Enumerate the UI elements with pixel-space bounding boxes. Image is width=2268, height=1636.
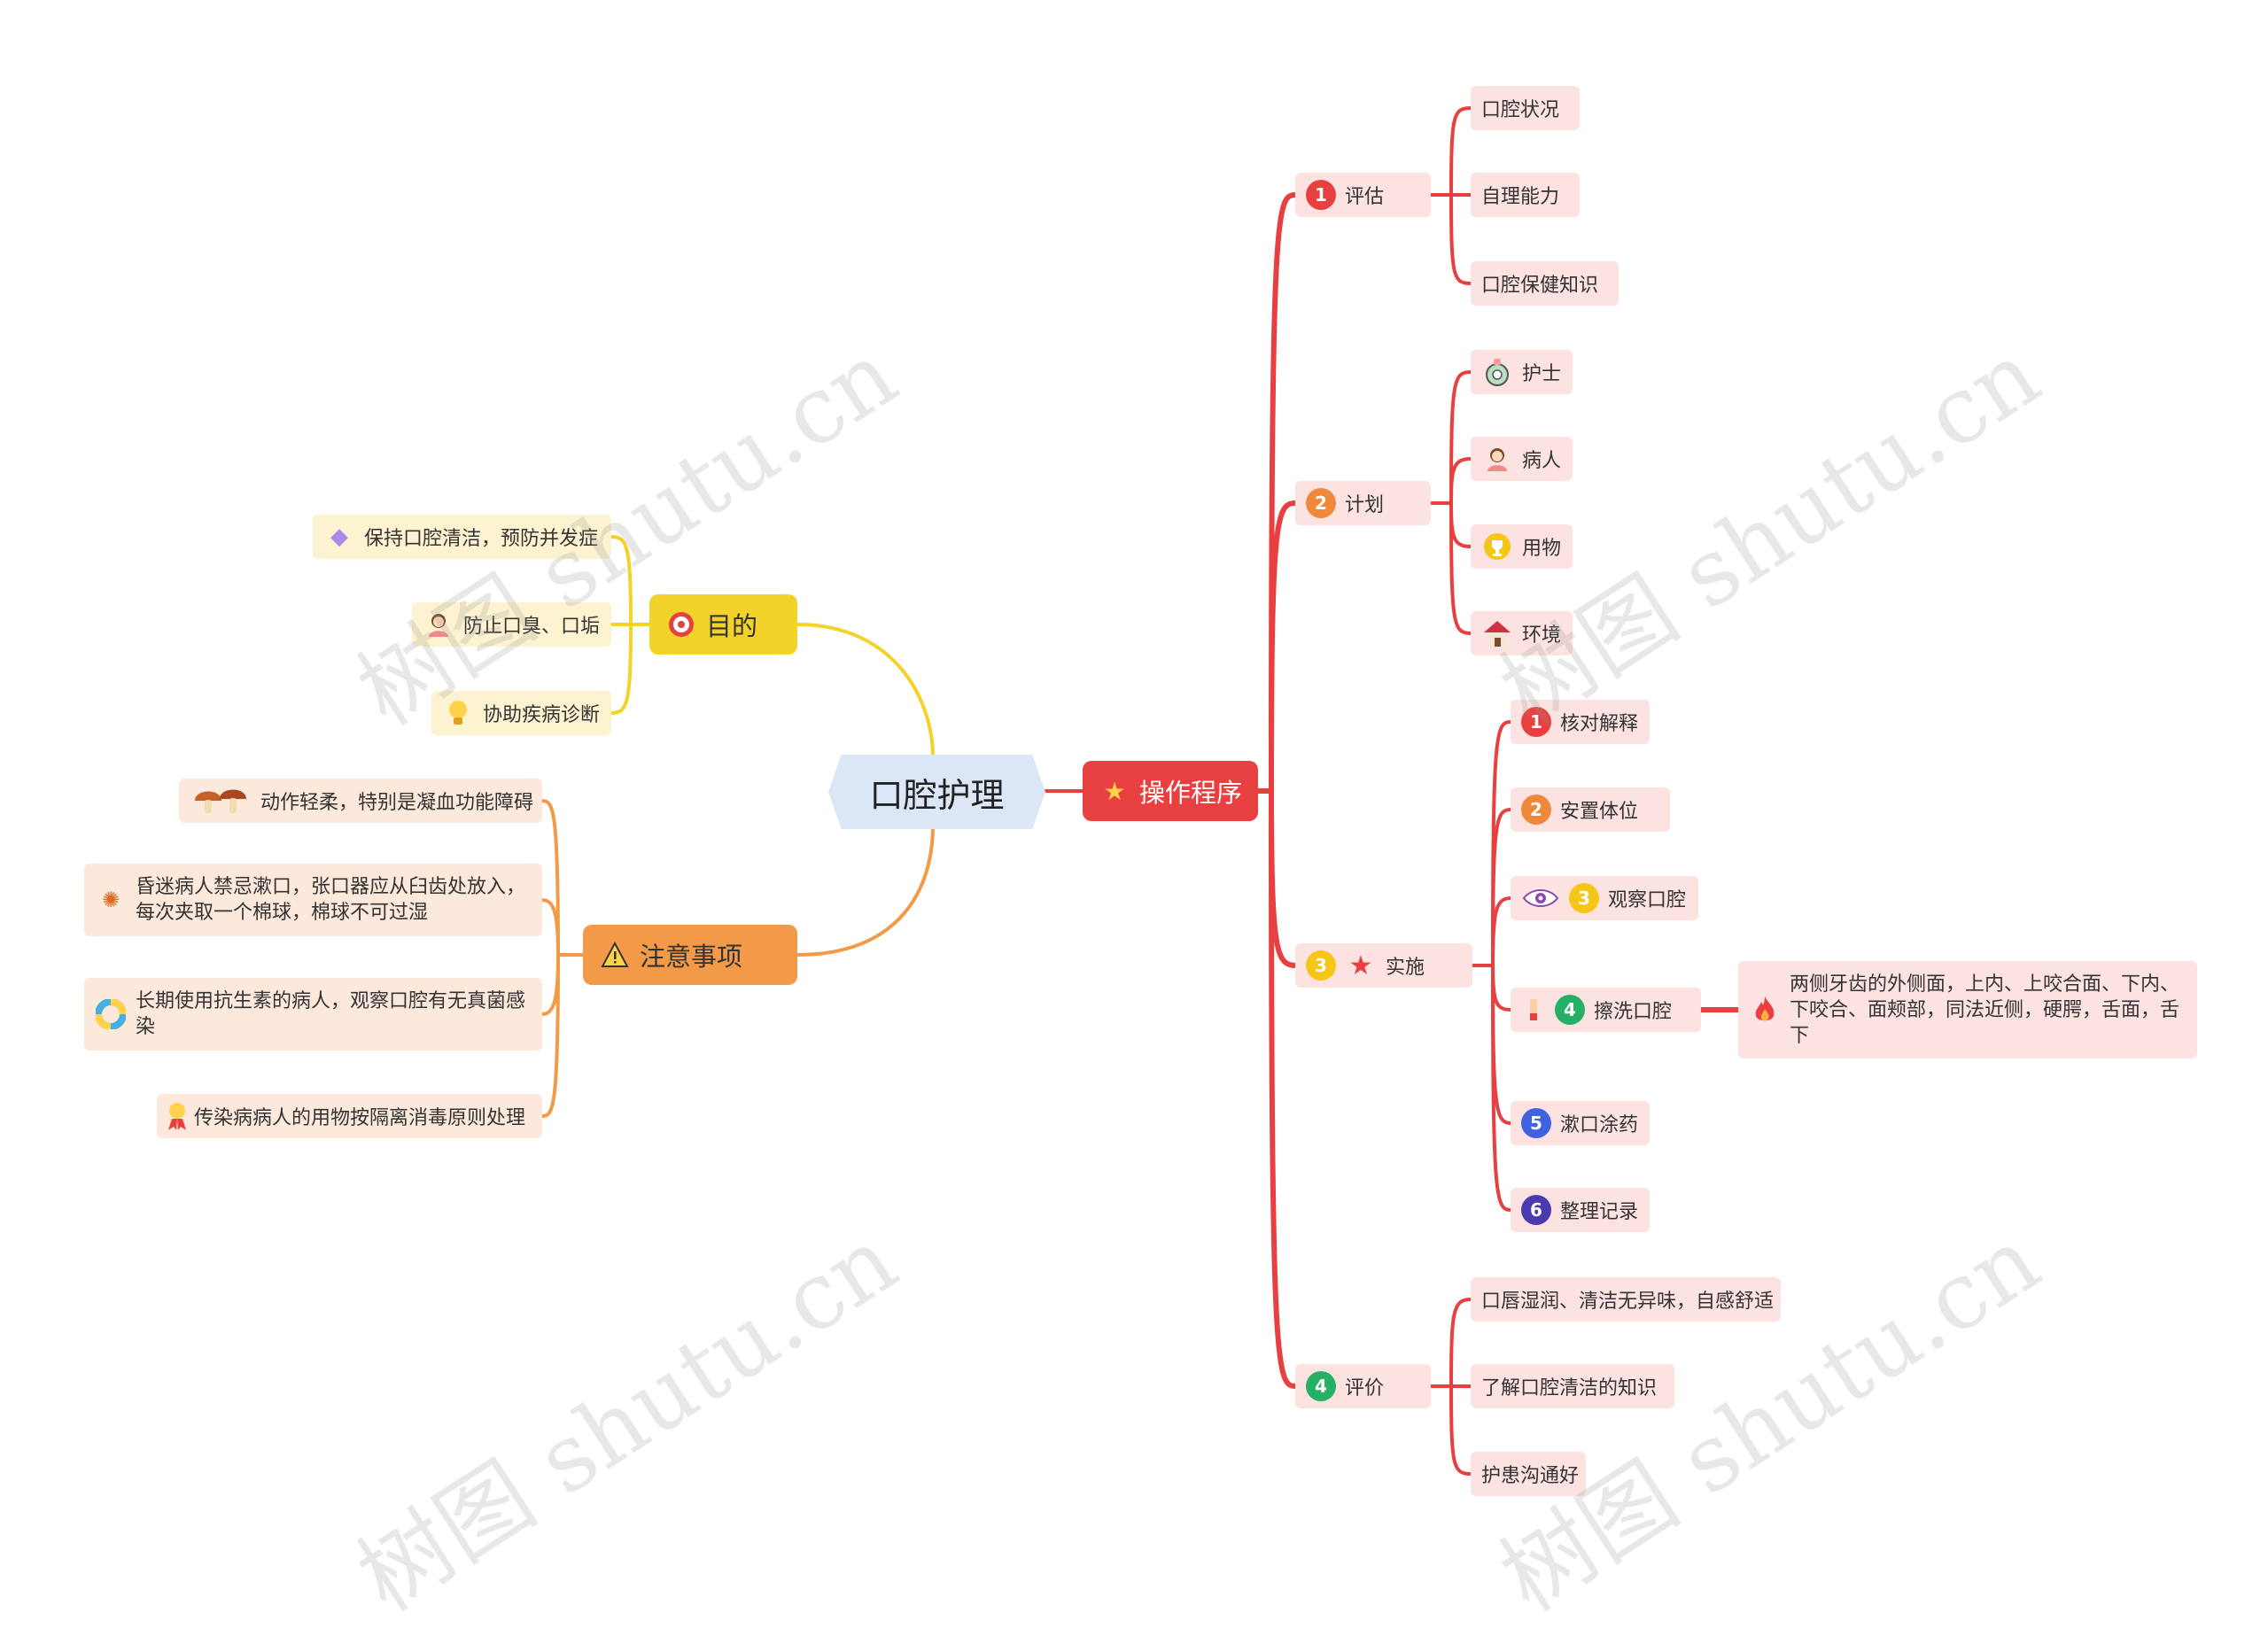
implement-item[interactable]: 4 擦洗口腔 [1511, 988, 1701, 1032]
plan-item[interactable]: 病人 [1471, 437, 1573, 481]
number-badge: 3 [1306, 950, 1336, 981]
implement-item[interactable]: 5 漱口涂药 [1511, 1101, 1650, 1145]
eye-icon [1521, 882, 1560, 914]
plan-item[interactable]: 用物 [1471, 524, 1573, 569]
central-topic-label: 口腔护理 [869, 775, 1005, 815]
branch-purpose[interactable]: 目的 [649, 594, 797, 655]
edge-procedure-step4 [1269, 788, 1298, 1389]
procedure-step-implement[interactable]: 3 ★ 实施 [1295, 943, 1472, 988]
procedure-step-evaluate[interactable]: 4 评价 [1295, 1364, 1431, 1408]
assess-item[interactable]: 口腔状况 [1471, 86, 1580, 130]
implement-item[interactable]: 3 观察口腔 [1511, 876, 1698, 920]
number-badge: 5 [1521, 1108, 1551, 1138]
procedure-step-plan[interactable]: 2 计划 [1295, 481, 1431, 525]
target-icon [665, 609, 697, 640]
edge-central-notes [796, 824, 935, 957]
branch-purpose-label: 目的 [706, 611, 758, 641]
diamond-icon: ◆ [330, 523, 348, 550]
edge-central-purpose [796, 623, 935, 759]
coral-icon: ✺ [101, 887, 120, 912]
implement-item[interactable]: 1 核对解释 [1511, 700, 1650, 744]
edge-procedure-step2 [1269, 500, 1298, 794]
plan-item[interactable]: 环境 [1471, 611, 1573, 655]
number-badge: 2 [1521, 795, 1551, 825]
procedure-step-assess[interactable]: 1 评估 [1295, 173, 1431, 217]
nurse-icon [1481, 356, 1513, 388]
lightbulb-icon [442, 697, 474, 729]
number-badge: 1 [1306, 180, 1336, 210]
evaluate-item[interactable]: 口唇湿润、清洁无异味，自感舒适 [1471, 1277, 1781, 1322]
number-badge: 1 [1521, 707, 1551, 737]
star-icon: ★ [1348, 950, 1373, 981]
number-badge: 4 [1306, 1371, 1336, 1401]
branch-procedure[interactable]: ★ 操作程序 [1083, 761, 1258, 821]
mushroom-icon [190, 785, 252, 817]
central-topic[interactable]: 口腔护理 [828, 755, 1045, 829]
notes-item[interactable]: 传染病病人的用物按隔离消毒原则处理 [157, 1094, 542, 1138]
brush-icon [1521, 994, 1546, 1026]
number-badge: 3 [1569, 883, 1599, 913]
purpose-item[interactable]: ◆ 保持口腔清洁，预防并发症 [313, 515, 611, 559]
plan-item[interactable]: 护士 [1471, 350, 1573, 394]
fire-icon [1749, 994, 1781, 1026]
purpose-item[interactable]: 协助疾病诊断 [431, 691, 611, 735]
edge-procedure-step3 [1269, 788, 1298, 968]
assess-item[interactable]: 自理能力 [1471, 173, 1580, 217]
evaluate-item[interactable]: 护患沟通好 [1471, 1452, 1586, 1496]
warning-icon [599, 939, 631, 971]
patient-icon [1481, 443, 1513, 475]
purpose-item[interactable]: 防止口臭、口垢 [412, 602, 611, 647]
implement-detail[interactable]: 两侧牙齿的外侧面，上内、上咬合面、下内、下咬合、面颊部，同法近侧，硬腭，舌面，舌… [1738, 961, 2197, 1058]
branch-procedure-label: 操作程序 [1139, 778, 1243, 808]
number-badge: 6 [1521, 1195, 1551, 1225]
branch-notes-label: 注意事项 [640, 942, 743, 972]
notes-item[interactable]: 动作轻柔，特别是凝血功能障碍 [179, 779, 542, 823]
implement-item[interactable]: 6 整理记录 [1511, 1188, 1650, 1232]
number-badge: 2 [1306, 488, 1336, 518]
star-icon: ★ [1103, 776, 1126, 806]
house-icon [1481, 617, 1513, 649]
notes-item[interactable]: 长期使用抗生素的病人，观察口腔有无真菌感染 [84, 978, 542, 1051]
woman-icon [423, 609, 454, 640]
assess-item[interactable]: 口腔保健知识 [1471, 261, 1619, 306]
branch-notes[interactable]: 注意事项 [583, 925, 797, 985]
connector-lines [540, 106, 1741, 1476]
medal-icon [166, 1100, 189, 1132]
evaluate-item[interactable]: 了解口腔清洁的知识 [1471, 1364, 1674, 1408]
notes-item[interactable]: ✺ 昏迷病人禁忌漱口，张口器应从臼齿处放入，每次夹取一个棉球，棉球不可过湿 [84, 864, 542, 936]
implement-item[interactable]: 2 安置体位 [1511, 787, 1670, 832]
lifebuoy-icon [95, 998, 127, 1030]
number-badge: 4 [1555, 995, 1585, 1025]
trophy-icon [1481, 531, 1513, 562]
edge-procedure-step1 [1269, 192, 1298, 794]
